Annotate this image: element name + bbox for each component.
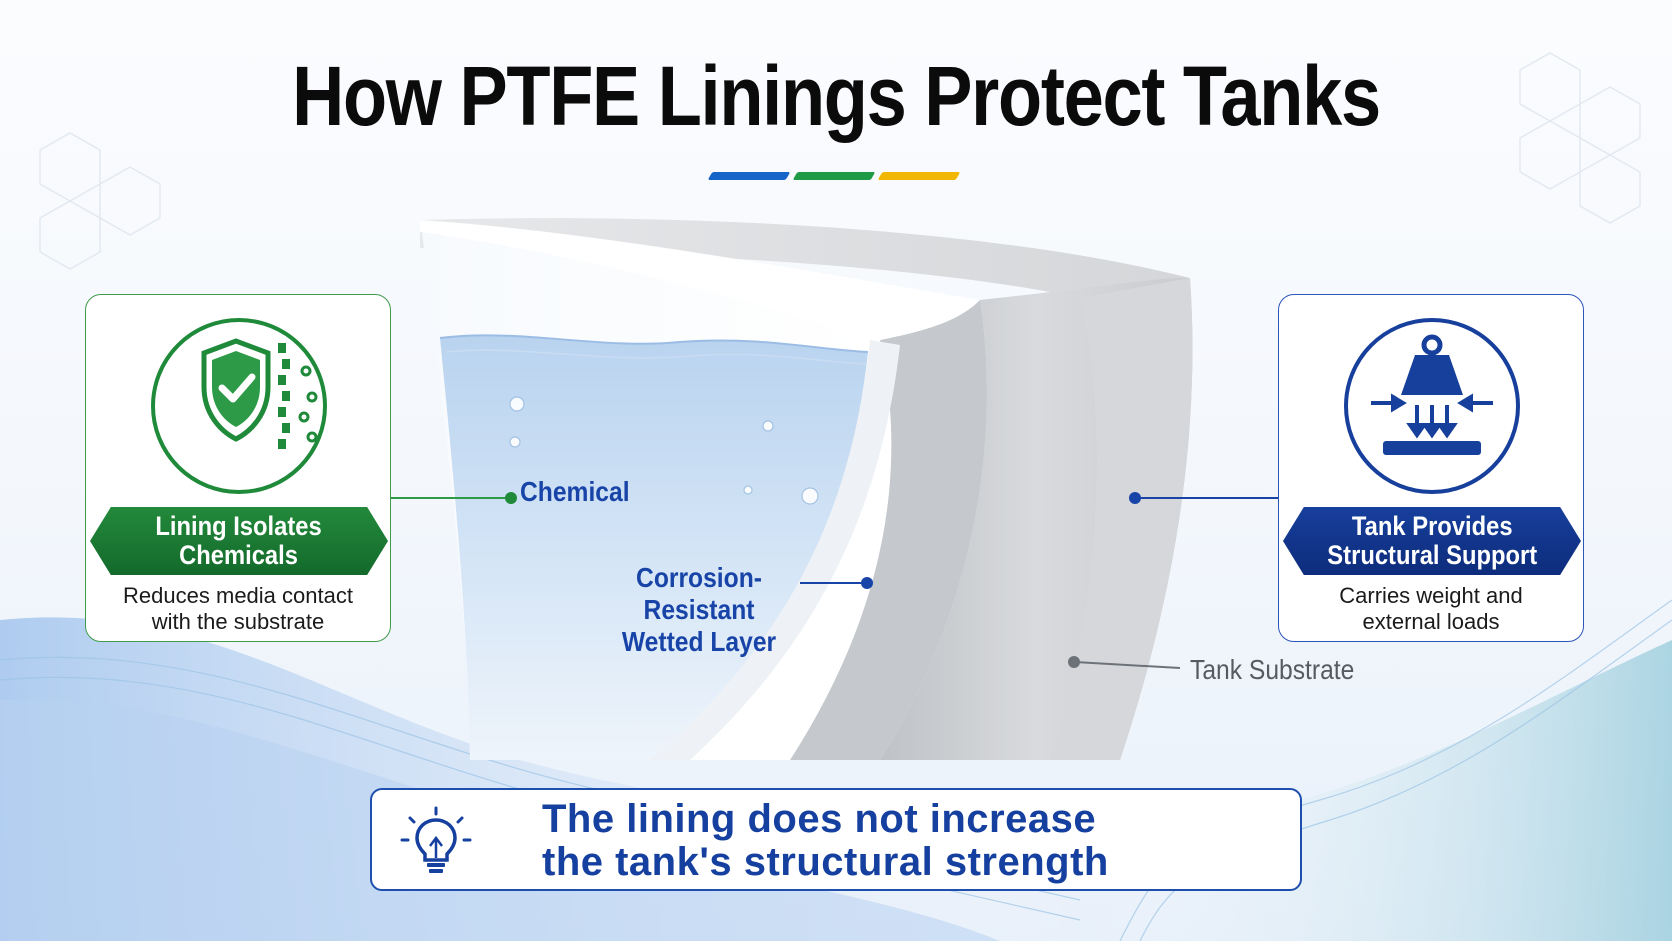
outer-layer	[790, 300, 987, 760]
notice-box: The lining does not increase the tank's …	[370, 788, 1302, 891]
page-title: How PTFE Linings Protect Tanks	[292, 49, 1381, 143]
substrate-top	[420, 218, 1190, 298]
tank-substrate-label-text: Tank Substrate	[1190, 654, 1355, 685]
hexagon-texture	[39, 52, 1641, 270]
notice-text: The lining does not increase the tank's …	[542, 797, 1109, 884]
accent-bar-blue	[707, 172, 791, 180]
lining-isolates-panel: Lining Isolates Chemicals Reduces media …	[85, 294, 391, 642]
tank-support-heading-text: Tank Provides Structural Support	[1327, 511, 1537, 570]
chemical-label-text: Chemical	[520, 476, 630, 507]
callout-lines	[391, 492, 1278, 669]
lining-isolates-description: Reduces media contact with the substrate	[123, 583, 353, 634]
accent-bar-green	[792, 172, 876, 180]
shield-check-icon	[151, 318, 327, 494]
tank-support-heading: Tank Provides Structural Support	[1283, 507, 1581, 575]
tank-support-description: Carries weight and external loads	[1339, 583, 1523, 634]
lining-isolates-heading: Lining Isolates Chemicals	[90, 507, 388, 575]
wetted-layer-label-text: Corrosion-Resistant Wetted Layer	[621, 562, 777, 657]
tank-substrate-label: Tank Substrate	[1190, 654, 1377, 686]
wetted-lining	[420, 220, 980, 760]
tank-support-panel: Tank Provides Structural Support Carries…	[1278, 294, 1584, 642]
lining-isolates-heading-text: Lining Isolates Chemicals	[155, 511, 323, 570]
wetted-layer-label: Corrosion-Resistant Wetted Layer	[568, 562, 830, 658]
accent-bar-yellow	[877, 172, 961, 180]
lightbulb-icon	[400, 806, 472, 873]
chemical-label: Chemical	[520, 476, 645, 508]
weight-load-icon	[1344, 318, 1520, 494]
